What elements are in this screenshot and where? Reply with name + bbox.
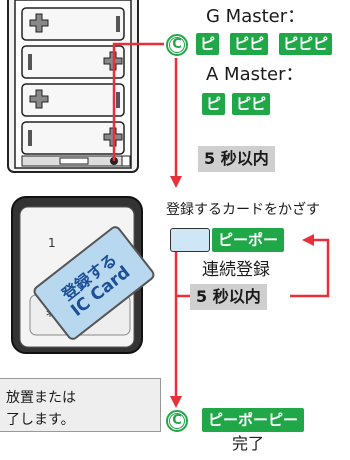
battery-1 [21, 7, 125, 41]
card-icon [170, 228, 210, 252]
wait-time-box-1: 5 秒以内 [198, 146, 275, 172]
keypad-key-1: 1 [48, 236, 56, 250]
final-sound-badge: ピーポーピー [202, 408, 305, 432]
note-line-2: 了します。 [6, 412, 75, 428]
g-master-badge-1: ピ [196, 33, 220, 55]
pipo-sound-badge: ピーポー [212, 228, 285, 252]
battery-4 [21, 121, 125, 155]
c-button-icon-final: C [166, 410, 188, 432]
wait-time-box-2: 5 秒以内 [190, 284, 267, 310]
g-master-label: G Master： [206, 6, 306, 27]
continuous-registration-label: 連続登録 [202, 260, 270, 280]
note-box: 放置または 了します。 [0, 378, 161, 432]
a-master-badge-1: ピ [202, 93, 226, 115]
battery-3 [21, 83, 125, 117]
note-line-1: 放置または [6, 390, 76, 406]
a-master-label: A Master： [206, 64, 304, 85]
c-button-icon: C [166, 34, 188, 56]
register-card-instruction: 登録するカードをかざす [166, 202, 320, 218]
battery-2 [21, 45, 125, 79]
complete-label: 完了 [232, 434, 265, 453]
g-master-badge-2: ピピ [230, 33, 269, 55]
a-master-badge-2: ピピ [232, 93, 271, 115]
g-master-badge-3: ピピピ [279, 33, 333, 55]
